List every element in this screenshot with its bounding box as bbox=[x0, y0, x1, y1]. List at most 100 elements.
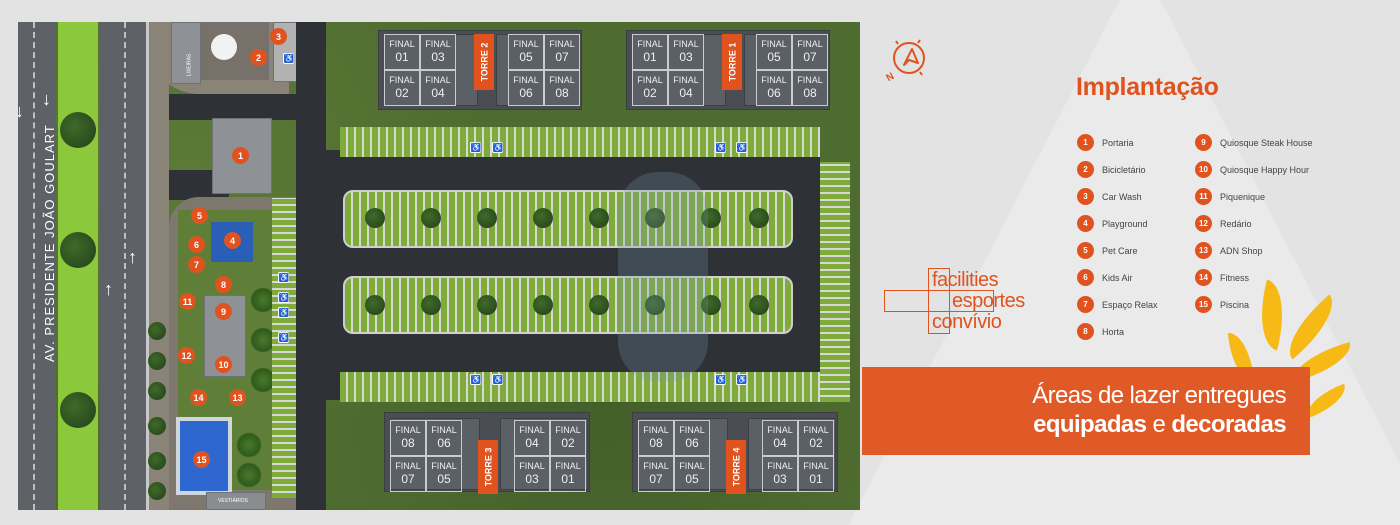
tree bbox=[533, 208, 553, 228]
banner-line-2: equipadas e decoradas bbox=[1033, 411, 1286, 438]
map-marker-7[interactable]: 7 bbox=[188, 256, 205, 273]
tree bbox=[749, 295, 769, 315]
avenue-lane-left bbox=[18, 22, 56, 510]
accessible-parking-icon: ♿ bbox=[470, 374, 481, 385]
map-marker-13[interactable]: 13 bbox=[229, 389, 246, 406]
map-marker-14[interactable]: 14 bbox=[190, 389, 207, 406]
arrow-down-icon: ↓ bbox=[18, 101, 24, 121]
tree bbox=[533, 295, 553, 315]
map-marker-15[interactable]: 15 bbox=[193, 451, 210, 468]
palm-tree bbox=[250, 327, 276, 353]
site-plan-map: AV. PRESIDENTE JOÃO GOULART ↓ ↓ ↑ ↑ LIXE… bbox=[18, 22, 860, 510]
map-marker-2[interactable]: 2 bbox=[250, 49, 267, 66]
tree bbox=[148, 417, 166, 435]
vestiarios-label: VESTIÁRIOS bbox=[218, 498, 249, 504]
map-marker-10[interactable]: 10 bbox=[215, 356, 232, 373]
tree bbox=[60, 232, 96, 268]
north-compass-icon: N bbox=[885, 39, 925, 84]
tree bbox=[645, 295, 665, 315]
arrow-down-icon: ↓ bbox=[42, 89, 51, 109]
map-marker-12[interactable]: 12 bbox=[178, 347, 195, 364]
facilities-text: facilities bbox=[932, 269, 999, 291]
lane-marking bbox=[124, 22, 126, 510]
facilities-logo: facilities esportes convívio bbox=[884, 268, 1034, 338]
map-marker-5[interactable]: 5 bbox=[191, 207, 208, 224]
lane-marking bbox=[33, 22, 35, 510]
tree bbox=[365, 295, 385, 315]
page-title: Implantação bbox=[1076, 73, 1219, 101]
parking-spaces-bottom bbox=[340, 372, 820, 402]
accessible-parking-icon: ♿ bbox=[278, 272, 289, 283]
map-marker-9[interactable]: 9 bbox=[215, 303, 232, 320]
access-road bbox=[169, 94, 309, 120]
tree bbox=[148, 482, 166, 500]
palm-tree bbox=[250, 287, 276, 313]
tree bbox=[60, 392, 96, 428]
parking-island-1 bbox=[343, 190, 793, 248]
avenue-lane-right bbox=[100, 22, 146, 510]
accessible-parking-icon: ♿ bbox=[492, 142, 503, 153]
tree bbox=[477, 208, 497, 228]
map-marker-11[interactable]: 11 bbox=[179, 293, 196, 310]
tree bbox=[148, 352, 166, 370]
tower-4-tag: TORRE 4 bbox=[726, 440, 746, 494]
tree bbox=[421, 295, 441, 315]
map-marker-4[interactable]: 4 bbox=[224, 232, 241, 249]
tower-3-tag: TORRE 3 bbox=[478, 440, 498, 494]
accessible-parking-icon: ♿ bbox=[736, 374, 747, 385]
banner-line-1: Áreas de lazer entregues bbox=[1032, 382, 1286, 409]
plus-icon bbox=[884, 290, 994, 312]
convivio-text: convívio bbox=[932, 311, 1002, 333]
map-marker-1[interactable]: 1 bbox=[232, 147, 249, 164]
map-marker-8[interactable]: 8 bbox=[215, 276, 232, 293]
plus-icon bbox=[928, 268, 950, 334]
water-tank bbox=[211, 34, 237, 60]
parking-lot bbox=[326, 150, 820, 400]
tree bbox=[148, 322, 166, 340]
palm-tree bbox=[236, 432, 262, 458]
tree bbox=[421, 208, 441, 228]
plus-icon-center bbox=[929, 291, 949, 311]
accessible-parking-icon: ♿ bbox=[715, 142, 726, 153]
curb bbox=[146, 22, 149, 510]
lixeiras-building bbox=[171, 22, 201, 84]
accessible-parking-icon: ♿ bbox=[278, 307, 289, 318]
tree bbox=[749, 208, 769, 228]
internal-road bbox=[296, 22, 326, 510]
tree bbox=[701, 208, 721, 228]
tree bbox=[589, 208, 609, 228]
map-marker-6[interactable]: 6 bbox=[188, 236, 205, 253]
map-marker-3[interactable]: 3 bbox=[270, 28, 287, 45]
parking-island-2 bbox=[343, 276, 793, 334]
sidewalk bbox=[149, 22, 169, 510]
tree bbox=[701, 295, 721, 315]
accessible-parking-icon: ♿ bbox=[283, 53, 294, 64]
